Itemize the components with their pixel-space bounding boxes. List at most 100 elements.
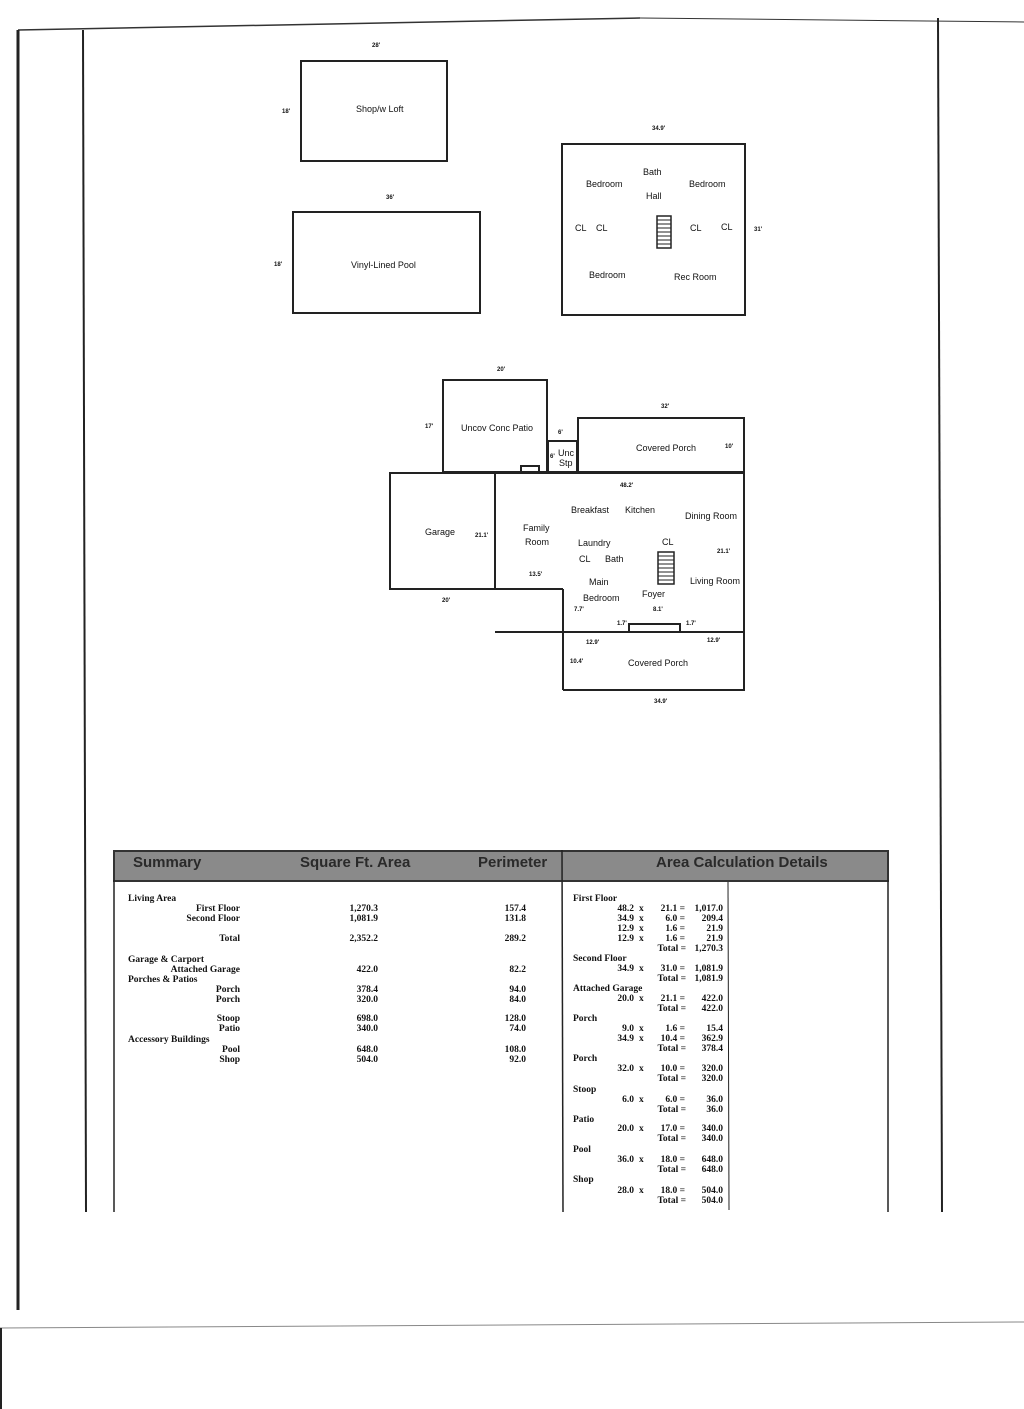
dimension-label: 12.9' (707, 638, 721, 644)
covered-porch-top-depth-dim: 10' (725, 444, 734, 450)
header-perimeter: Perimeter (478, 854, 548, 871)
pool-label: Vinyl-Lined Pool (351, 260, 416, 270)
summary-category: Porches & Patios (128, 975, 198, 985)
room-bedroom-upper-bottom: Bedroom (589, 270, 626, 280)
room-bedroom-upper-left: Bedroom (586, 179, 623, 189)
shop-depth-dim: 18' (282, 109, 291, 115)
details-times: x (639, 1095, 644, 1105)
dimension-label: 1.7' (617, 621, 627, 627)
details-result: 1,270.3 (694, 944, 724, 954)
summary-item: First Floor (195, 904, 240, 914)
summary-item: Attached Garage (170, 965, 240, 975)
summary-perimeter: 92.0 (509, 1055, 526, 1065)
details-times: x (639, 994, 644, 1004)
patio-depth-dim: 17' (425, 424, 434, 430)
details-length: 36.0 (617, 1155, 634, 1165)
details-length: 34.9 (617, 1034, 634, 1044)
details-width: 18.0 = (660, 1186, 685, 1196)
details-total-label: Total = (657, 1165, 686, 1175)
details-result: 648.0 (701, 1165, 723, 1175)
details-width: 6.0 = (665, 914, 685, 924)
room-bath-upper: Bath (643, 167, 662, 177)
summary-area: 2,352.2 (349, 934, 379, 944)
summary-area: 378.4 (356, 985, 378, 995)
details-width: 1.6 = (665, 924, 685, 934)
summary-category: Garage & Carport (128, 955, 204, 965)
details-result: 340.0 (701, 1124, 723, 1134)
summary-perimeter: 108.0 (504, 1045, 526, 1055)
second-floor-depth-dim: 31' (754, 227, 763, 233)
closet-label: CL (721, 222, 733, 232)
details-width: 31.0 = (660, 964, 685, 974)
details-result: 504.0 (701, 1196, 723, 1206)
details-width: 18.0 = (660, 1155, 685, 1165)
summary-item: Patio (218, 1024, 240, 1034)
room-kitchen: Kitchen (625, 505, 656, 515)
details-length: 34.9 (617, 964, 634, 974)
summary-item: Stoop (216, 1014, 240, 1024)
summary-perimeter: 131.8 (504, 914, 526, 924)
summary-category: Accessory Buildings (128, 1035, 210, 1045)
summary-item: Total (219, 934, 240, 944)
details-result: 15.4 (706, 1024, 723, 1034)
details-heading: Stoop (573, 1085, 597, 1095)
closet-label: CL (579, 554, 591, 564)
room-main-bedroom: Bedroom (583, 593, 620, 603)
dimension-label: 21.1' (717, 549, 731, 555)
details-times: x (639, 1064, 644, 1074)
dimension-label: 8.1' (653, 607, 663, 613)
details-length: 12.9 (617, 934, 634, 944)
details-total-label: Total = (657, 1105, 686, 1115)
summary-item: Shop (219, 1055, 240, 1065)
summary-item: Porch (215, 995, 240, 1005)
room-laundry: Laundry (578, 538, 611, 548)
stoop-label: Stp (559, 458, 573, 468)
room-dining: Dining Room (685, 511, 738, 521)
details-width: 17.0 = (660, 1124, 685, 1134)
covered-porch-top-width-dim: 32' (661, 404, 670, 410)
details-times: x (639, 904, 644, 914)
details-heading: Porch (573, 1014, 598, 1024)
details-width: 21.1 = (660, 994, 685, 1004)
details-result: 21.9 (706, 924, 723, 934)
shop-outline (300, 60, 448, 162)
summary-table-header (113, 850, 889, 882)
details-total-label: Total = (657, 974, 686, 984)
summary-perimeter: 157.4 (504, 904, 526, 914)
details-length: 20.0 (617, 1124, 634, 1134)
room-breakfast: Breakfast (571, 505, 610, 515)
details-length: 28.0 (617, 1186, 634, 1196)
summary-area: 1,270.3 (349, 904, 379, 914)
details-result: 378.4 (701, 1044, 723, 1054)
closet-label: CL (662, 537, 674, 547)
summary-area: 1,081.9 (349, 914, 379, 924)
details-times: x (639, 914, 644, 924)
garage-label: Garage (425, 527, 456, 537)
summary-area: 340.0 (356, 1024, 378, 1034)
pool-width-dim: 36' (386, 195, 395, 201)
details-times: x (639, 1124, 644, 1134)
details-width: 10.0 = (660, 1064, 685, 1074)
garage-width-dim: 20' (442, 598, 451, 604)
room-bath-lower: Bath (605, 554, 624, 564)
summary-item: Pool (222, 1045, 240, 1055)
details-times: x (639, 1155, 644, 1165)
details-width: 6.0 = (665, 1095, 685, 1105)
summary-perimeter: 289.2 (504, 934, 526, 944)
dimension-label: 13.5' (529, 572, 543, 578)
room-main-bedroom: Main (589, 577, 609, 587)
details-total-label: Total = (657, 1196, 686, 1206)
dimension-label: 1.7' (686, 621, 696, 627)
details-heading: Patio (573, 1115, 595, 1125)
dimension-label: 12.9' (586, 640, 600, 646)
details-result: 362.9 (701, 1034, 723, 1044)
details-length: 12.9 (617, 924, 634, 934)
details-times: x (639, 1034, 644, 1044)
pool-outline (292, 211, 481, 314)
summary-area: 422.0 (356, 965, 378, 975)
shop-width-dim: 28' (372, 43, 381, 49)
header-details: Area Calculation Details (656, 854, 828, 871)
details-times: x (639, 964, 644, 974)
summary-category: Living Area (128, 894, 177, 904)
